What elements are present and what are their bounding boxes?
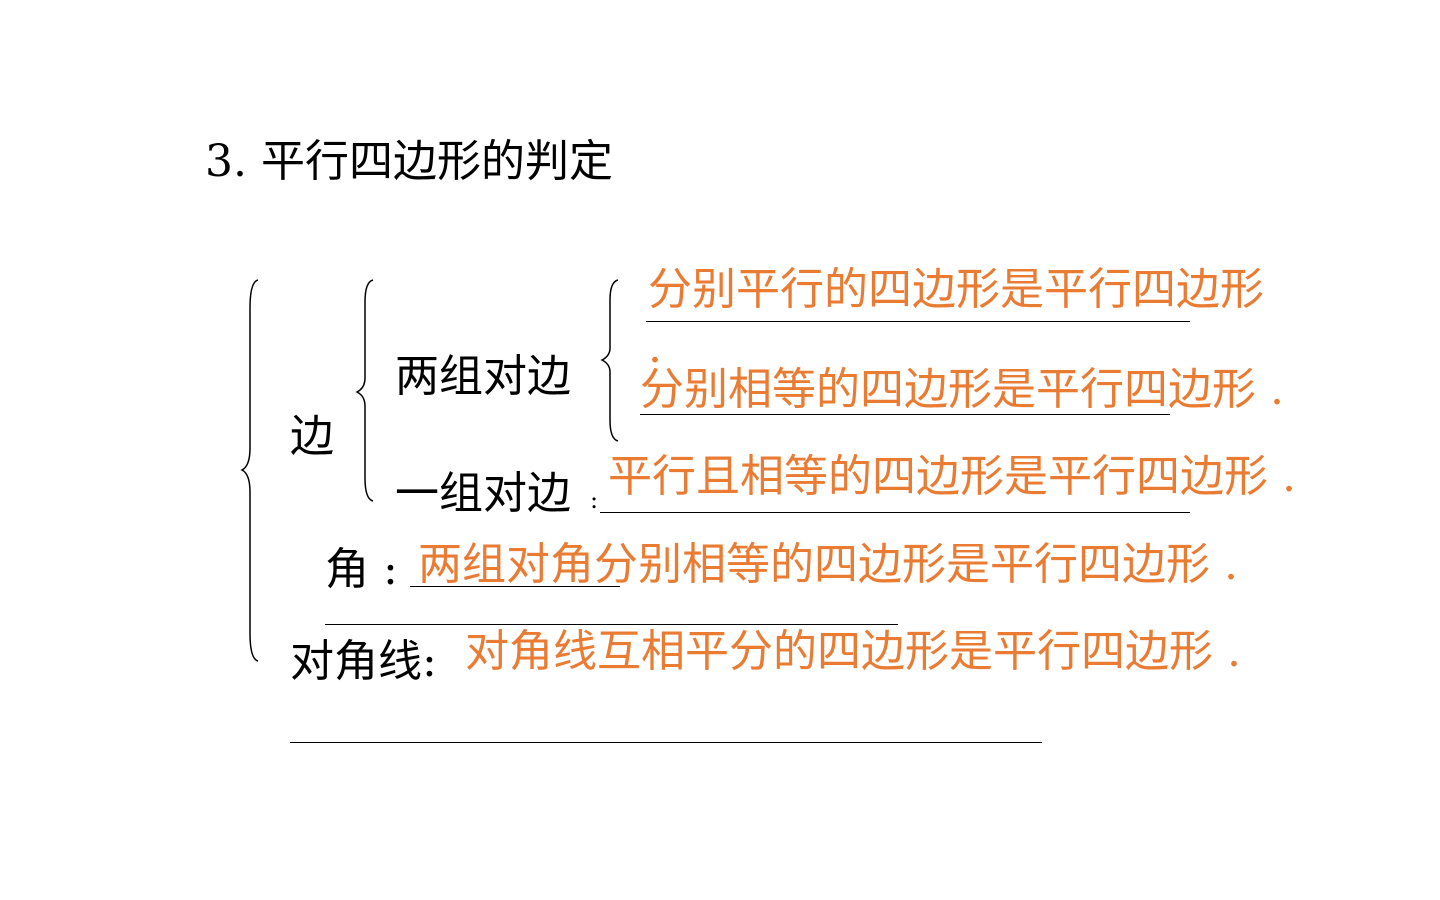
two-pairs-brace xyxy=(600,279,619,442)
blank-line-angle xyxy=(325,624,898,625)
blank-line-one-pair xyxy=(600,512,1190,513)
slide-title: 3. 平行四边形的判定 xyxy=(205,136,613,187)
blank-line-two-pairs-parallel xyxy=(646,321,1190,322)
answer-two-pairs-parallel: 分别平行的四边形是平行四边形 xyxy=(648,264,1264,315)
answer-two-pairs-equal: 分别相等的四边形是平行四边形 . xyxy=(640,364,1284,415)
answer-two-pairs-parallel-dot: . xyxy=(648,322,662,373)
side-label: 边 xyxy=(290,411,334,462)
answer-angle: 两组对角分别相等的四边形是平行四边形 . xyxy=(418,539,1238,590)
angle-label: 角 : xyxy=(325,544,398,595)
blank-line-diagonal xyxy=(290,742,1042,743)
one-pair-colon: : xyxy=(590,486,599,514)
two-pairs-label: 两组对边 xyxy=(395,351,571,402)
blank-line-angle-short xyxy=(410,586,620,587)
outer-brace xyxy=(240,279,259,662)
answer-diagonal: 对角线互相平分的四边形是平行四边形 . xyxy=(465,626,1241,677)
side-brace xyxy=(355,279,374,502)
one-pair-label: 一组对边 xyxy=(395,468,571,519)
blank-line-two-pairs-equal xyxy=(640,414,1170,415)
diagonal-label: 对角线: xyxy=(290,636,437,687)
answer-one-pair: 平行且相等的四边形是平行四边形 . xyxy=(608,451,1296,502)
